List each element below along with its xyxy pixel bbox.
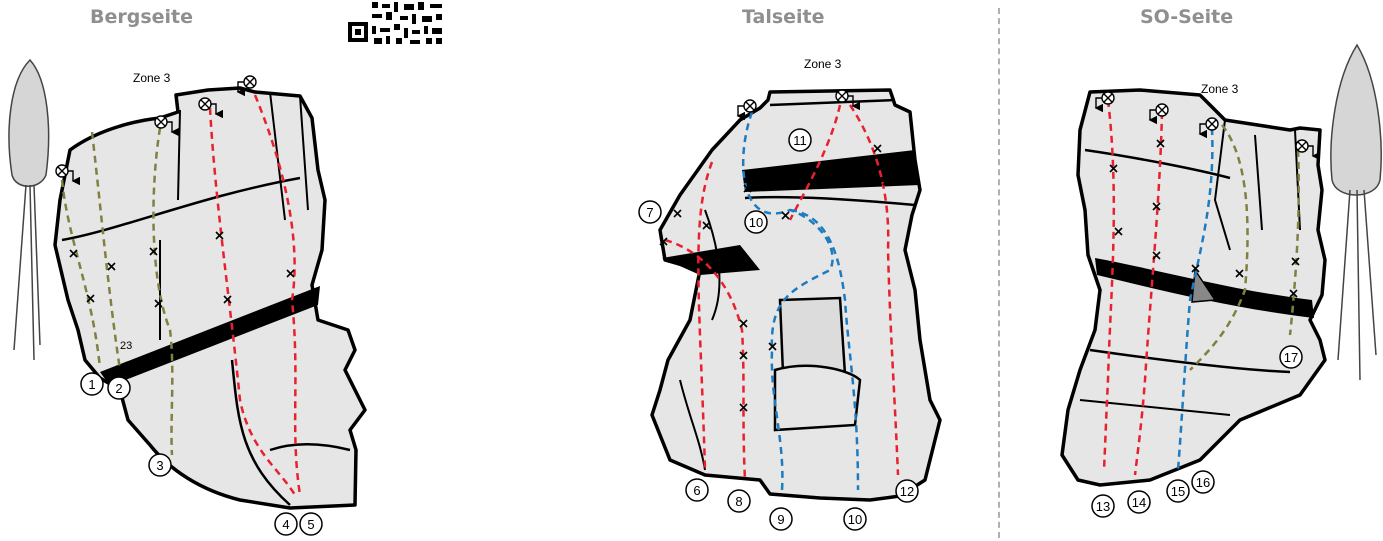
route-marker-5 xyxy=(299,512,323,536)
anchors-talseite xyxy=(736,89,860,121)
bolts-so-seite xyxy=(1109,139,1300,298)
route-marker-2 xyxy=(107,376,131,400)
route-marker-17 xyxy=(1279,345,1303,369)
header-so-seite: SO-Seite xyxy=(1140,6,1234,28)
bolts-talseite xyxy=(659,144,891,412)
route-number-2: 2 xyxy=(115,381,122,396)
route-number-14: 14 xyxy=(1132,495,1146,510)
route-number-3: 3 xyxy=(156,458,163,473)
tree-right xyxy=(1330,43,1382,381)
section-divider xyxy=(998,8,1000,538)
route-number-5: 5 xyxy=(307,517,314,532)
route-number-7: 7 xyxy=(646,205,653,220)
route-marker-16 xyxy=(1191,470,1215,494)
zone-label-berg: Zone 3 xyxy=(133,71,171,85)
route-number-13: 13 xyxy=(1096,499,1110,514)
route-number-9: 9 xyxy=(777,512,784,527)
qr-code-icon xyxy=(346,0,446,46)
route-number-8: 8 xyxy=(735,494,742,509)
route-numbers-talseite: 7 10 11 6 8 9 10 12 xyxy=(638,128,919,531)
route-numbers-so-seite: 13 14 15 16 17 xyxy=(1091,345,1303,518)
routes-so-seite xyxy=(1102,99,1300,476)
route-number-10-bottom: 10 xyxy=(848,512,862,527)
route-number-17: 17 xyxy=(1284,350,1298,365)
route-marker-4 xyxy=(274,512,298,536)
route-number-4: 4 xyxy=(282,517,289,532)
route-marker-12 xyxy=(895,479,919,503)
route-marker-8 xyxy=(727,489,751,513)
route-number-10-top: 10 xyxy=(749,215,763,230)
routes-bergseite xyxy=(60,94,302,496)
route-marker-3 xyxy=(148,453,172,477)
header-bergseite: Bergseite xyxy=(90,6,194,28)
route-number-12: 12 xyxy=(900,484,914,499)
route-marker-13 xyxy=(1091,494,1115,518)
rock-bergseite xyxy=(53,86,367,510)
route-marker-11 xyxy=(788,128,812,152)
bolts-bergseite xyxy=(69,231,295,308)
route-number-6: 6 xyxy=(693,483,700,498)
route-number-15: 15 xyxy=(1171,484,1185,499)
route-marker-7 xyxy=(638,200,662,224)
route-marker-6 xyxy=(685,478,709,502)
route-marker-10-top xyxy=(744,210,768,234)
route-marker-10-bottom xyxy=(843,507,867,531)
route-marker-9 xyxy=(769,507,793,531)
rock-talseite xyxy=(650,88,942,502)
route-numbers-bergseite: 1 2 3 4 5 xyxy=(80,372,323,536)
route-number-16: 16 xyxy=(1196,475,1210,490)
tree-left xyxy=(8,58,50,361)
route-number-1: 1 xyxy=(88,377,95,392)
small-number-label: 23 xyxy=(120,340,132,352)
anchors-so-seite xyxy=(1094,91,1320,161)
zone-label-tal: Zone 3 xyxy=(804,57,842,71)
route-marker-15 xyxy=(1166,479,1190,503)
routes-talseite xyxy=(664,104,900,491)
header-talseite: Talseite xyxy=(742,6,825,28)
route-marker-14 xyxy=(1127,490,1151,514)
route-number-11: 11 xyxy=(793,133,807,148)
anchors-bergseite xyxy=(55,75,257,186)
route-marker-1 xyxy=(80,372,104,396)
zone-label-so: Zone 3 xyxy=(1201,82,1239,96)
